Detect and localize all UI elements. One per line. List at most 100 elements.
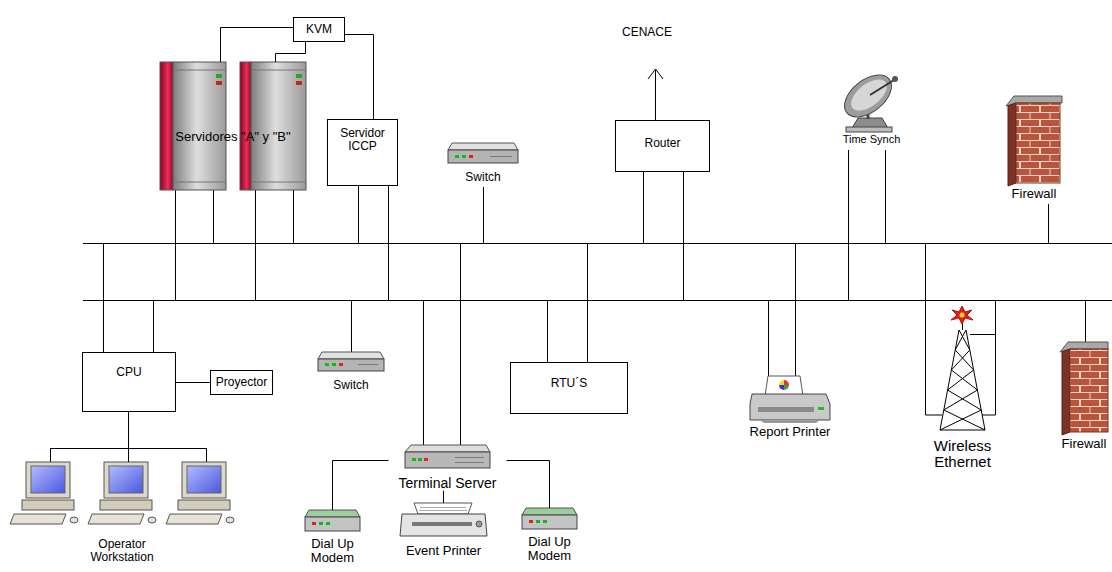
terminal-server-icon [418, 458, 422, 461]
switch-icon [332, 363, 336, 366]
firewall-icon [1062, 349, 1070, 435]
modem-icon [522, 508, 577, 515]
switch-icon [448, 143, 518, 150]
bus-wires [51, 150, 1112, 462]
server-tower [216, 81, 222, 85]
modem-icon [326, 522, 330, 525]
server-tower [173, 62, 226, 190]
switch-icon [455, 155, 459, 158]
bus-wires [644, 172, 684, 300]
router-box: Router [615, 120, 710, 172]
modem-icon [543, 520, 547, 523]
workstation-icon [148, 517, 156, 523]
workstation-node: Operator Workstation [8, 462, 236, 563]
modem-icon [522, 515, 577, 529]
modem-icon [305, 510, 360, 531]
node-label: Wireless Ethernet [923, 438, 1003, 470]
firewall-icon [1006, 96, 1062, 186]
workstation-icon [100, 500, 152, 510]
satellite-dish-icon [870, 80, 894, 95]
node-label: RTU´S [514, 377, 624, 390]
radio-tower-icon [944, 330, 985, 430]
radio-tower-icon [940, 330, 981, 430]
bus-wires [926, 243, 996, 415]
server-tower [160, 62, 226, 190]
modem-icon [312, 522, 316, 525]
modem-icon [305, 510, 360, 517]
workstation-icon [88, 514, 144, 524]
switch-node: Switch [318, 352, 384, 392]
server-tower [160, 62, 173, 190]
terminal-server-node: Terminal Server [389, 445, 507, 491]
radio-tower-icon [951, 306, 973, 324]
firewall-icon [1070, 349, 1108, 432]
radio-tower-icon [940, 430, 985, 431]
event-printer-icon [400, 503, 487, 536]
node-label: Dial Up Modem [519, 535, 581, 562]
satellite-dish-icon [837, 67, 899, 132]
node-label: Proyector [214, 376, 269, 389]
node-label: Report Printer [742, 425, 838, 439]
kvm-box: KVM [293, 17, 345, 42]
firewall-icon [1060, 342, 1108, 435]
report-printer-icon [765, 376, 803, 396]
switch-icon [490, 156, 512, 157]
server-tower [296, 74, 302, 78]
firewall-icon [1008, 103, 1016, 186]
connector-line [345, 35, 374, 120]
modem-icon [536, 520, 540, 523]
bus-wires [849, 150, 886, 300]
event-printer-icon [414, 503, 472, 514]
node-label: Time Synch [837, 134, 907, 146]
node-label: CPU [86, 366, 172, 379]
workstation-icon [166, 514, 222, 524]
satellite-dish-icon [846, 127, 892, 132]
connector-line [276, 42, 306, 62]
connector-line [128, 412, 129, 462]
terminal-server-icon [405, 445, 490, 468]
workstation-icon [10, 514, 66, 524]
connector-line [221, 28, 294, 63]
wireless-node: Wireless Ethernet [923, 306, 1003, 470]
switch-icon [358, 364, 378, 365]
workstation-icon [178, 500, 230, 510]
workstation-icon [104, 462, 148, 498]
server-box: Servidor ICCP [327, 119, 398, 186]
node-label: Dial Up Modem [302, 537, 364, 564]
event-printer-icon [412, 522, 472, 526]
report-printer-icon [750, 376, 830, 423]
report-printer-icon [779, 380, 784, 385]
switch-icon [339, 363, 343, 366]
event-printer-icon [419, 508, 467, 511]
node-label: Event Printer [394, 544, 494, 558]
bus-wires [769, 243, 796, 376]
node-label: Router [619, 137, 706, 150]
node-label: Servidor ICCP [331, 127, 394, 152]
switch-icon [318, 352, 384, 371]
connector-line [507, 461, 550, 509]
server-tower [216, 74, 222, 78]
bus-wires [424, 243, 461, 445]
workstation-icon [187, 466, 221, 493]
connector-line [176, 382, 210, 383]
node-label: Switch [453, 171, 513, 184]
bus-wires [352, 187, 484, 352]
radio-tower-icon [940, 330, 985, 430]
server-tower [240, 62, 251, 190]
server-pair: Servidores "A" y "B" [158, 62, 308, 190]
node-label: Operator Workstation [77, 538, 167, 563]
server-tower [173, 70, 226, 182]
modem-node: Dial Up Modem [302, 510, 364, 564]
satellite-dish-icon [846, 73, 893, 116]
workstation-icon [26, 462, 70, 498]
node-label: Switch [321, 379, 381, 392]
terminal-server-icon [405, 445, 490, 452]
report-printer-icon [779, 385, 784, 390]
time-sync-node: Time Synch [837, 70, 907, 146]
uplink-arrow [655, 70, 656, 120]
satellite-dish-icon [837, 67, 899, 125]
printer-node: Event Printer [394, 503, 494, 558]
switch-icon [318, 352, 384, 359]
connector-line [443, 491, 444, 503]
